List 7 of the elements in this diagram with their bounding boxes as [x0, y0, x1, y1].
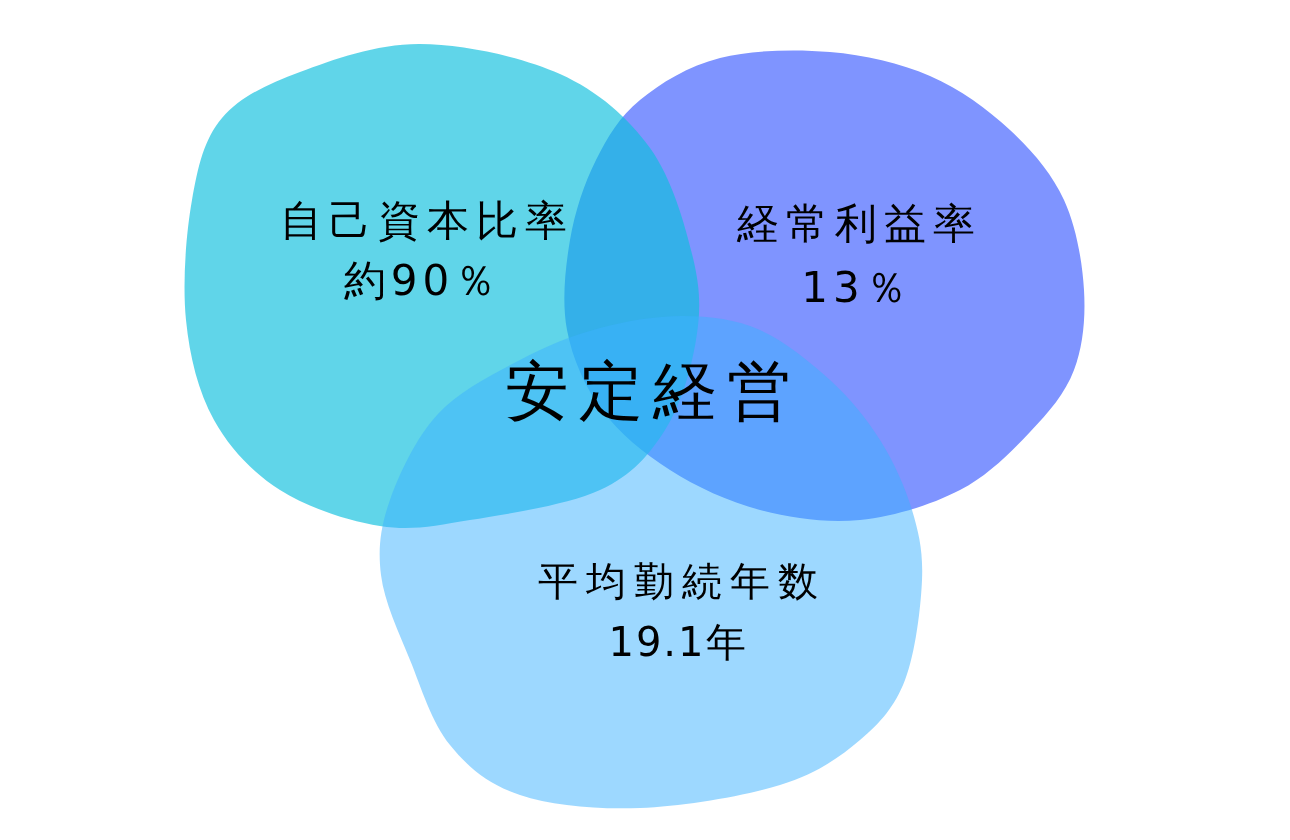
- metric-label: 経常利益率: [736, 203, 982, 245]
- center-label: 安定経営: [504, 359, 801, 423]
- metric-value: 19.1年: [607, 622, 748, 662]
- metric-value: 約90％: [342, 260, 502, 302]
- metric-label: 自己資本比率: [278, 200, 574, 242]
- metric-value: 13％: [800, 267, 912, 309]
- metric-label: 平均勤続年数: [537, 561, 826, 601]
